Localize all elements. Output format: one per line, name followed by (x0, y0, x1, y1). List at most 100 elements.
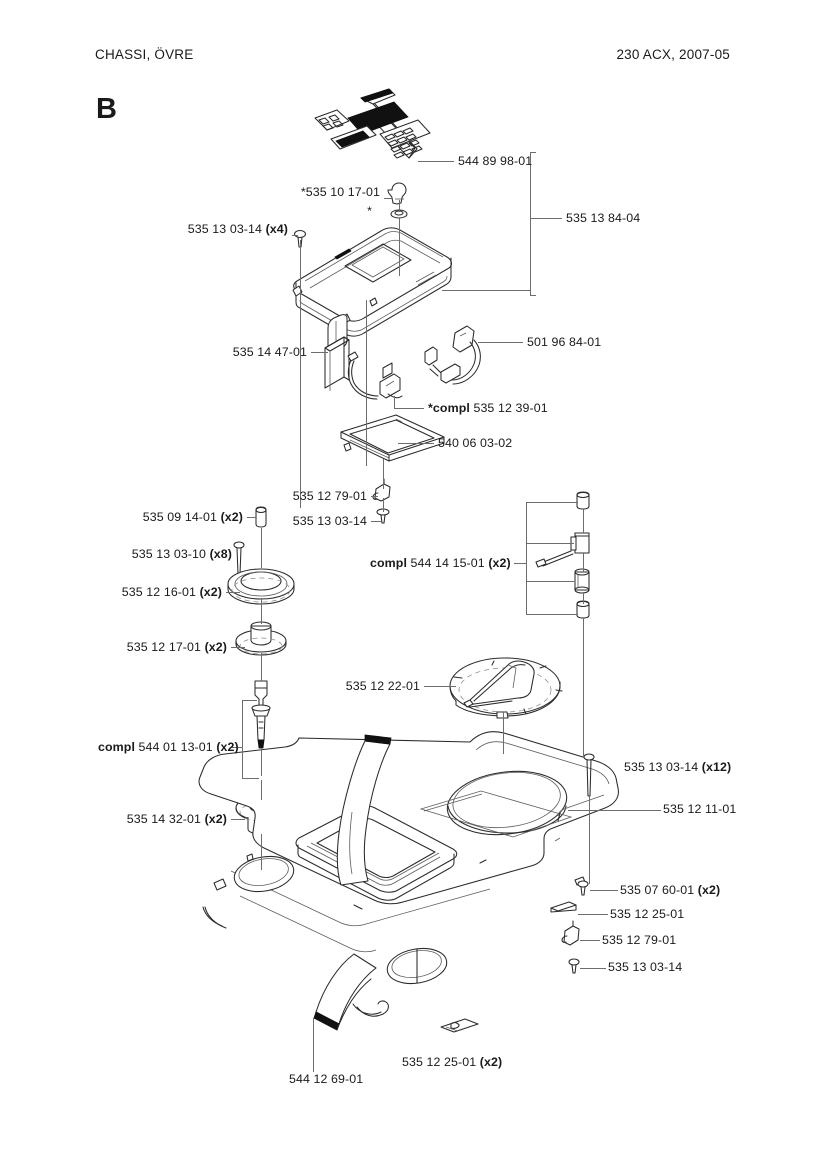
sensor-col-b (583, 553, 584, 572)
hub-part (236, 622, 286, 655)
label-screw-mid: 535 13 03-14 (292, 514, 367, 528)
leader-cover-disc (424, 686, 456, 687)
leader-housing-to-bracket (442, 290, 530, 291)
screw-760-part (578, 881, 588, 895)
cover-disc-vertical (503, 712, 504, 754)
bracket-group-top (530, 152, 536, 153)
leader-duct-vertical (313, 1018, 314, 1072)
cable-harness-right-part (425, 326, 480, 384)
leader-battery (311, 352, 328, 353)
bracket-sensor-mid1 (526, 543, 574, 544)
label-hub: 535 12 17-01 (x2) (126, 640, 227, 654)
label-asterisk: * (367, 204, 372, 218)
cover-disc-part (450, 658, 562, 718)
section-letter: B (96, 93, 117, 125)
label-bearing: 535 14 32-01 (x2) (126, 812, 227, 826)
label-rod-compl: compl 544 01 13-01 (x2) (98, 740, 239, 754)
column-vertical-d (261, 748, 262, 776)
bracket-group-vertical (530, 152, 531, 295)
label-knob: *535 10 17-01 (300, 185, 380, 199)
label-battery: 535 14 47-01 (232, 345, 307, 359)
leader-group-bracket (530, 218, 562, 219)
sensor-col-d (583, 618, 584, 758)
plate-1225-part (551, 902, 576, 912)
discharge-duct-part (314, 735, 391, 1030)
label-plate-1225: 535 12 25-01 (610, 907, 685, 921)
leader-sensor-compl (514, 563, 526, 564)
leader-switch-compl (394, 408, 424, 409)
battery-part (325, 337, 349, 391)
leader-clip-upper (371, 496, 378, 497)
clip-1279-part (562, 921, 579, 945)
sensor-group-part (536, 492, 589, 618)
leader-hub (231, 647, 245, 648)
column-vertical-f (261, 834, 262, 870)
page-title-right: 230 ACX, 2007-05 (616, 47, 730, 62)
label-plate-x2: 535 12 25-01 (x2) (402, 1055, 503, 1069)
leader-screw-760 (590, 890, 618, 891)
column-vertical-c (261, 653, 262, 681)
label-harness-right: 501 96 84-01 (527, 335, 602, 349)
bracket-rod-bottom (242, 778, 259, 779)
leader-chassis (568, 810, 661, 811)
cap-part (256, 507, 266, 527)
label-screw-760: 535 07 60-01 (x2) (620, 883, 721, 897)
column-vertical-b (261, 598, 262, 624)
screw-x12-vertical (589, 796, 590, 884)
leader-knob-vertical-b (399, 218, 400, 276)
leader-bearing (231, 819, 245, 820)
leader-center-vertical-b (383, 459, 384, 489)
gasket-frame-part (341, 415, 444, 461)
leader-center-vertical-c (383, 498, 384, 512)
leader-center-vertical-a (366, 300, 367, 466)
label-group-bracket: 535 13 84-04 (566, 211, 641, 225)
screw-x12-part (584, 754, 594, 796)
page-title-left: CHASSI, ÖVRE (95, 47, 194, 62)
label-screw-x4: 535 13 03-14 (x4) (187, 222, 288, 236)
bracket-sensor-bottom (526, 614, 578, 615)
label-screw-x12: 535 13 03-14 (x12) (624, 760, 732, 774)
label-disc: 535 12 16-01 (x2) (121, 585, 222, 599)
label-screw-1303: 535 13 03-14 (608, 960, 683, 974)
label-screw-x8: 535 13 03-10 (x8) (131, 547, 232, 561)
screw-1303-bottom-part (569, 959, 579, 973)
label-clip-1279: 535 12 79-01 (602, 933, 677, 947)
leader-screw-x4 (292, 235, 298, 236)
leader-screw-mid (371, 521, 381, 522)
bracket-sensor-top (526, 502, 578, 503)
sensor-col-c (583, 593, 584, 604)
bracket-rod-vertical (242, 700, 243, 778)
leader-disc (226, 592, 240, 593)
label-keypad: 544 89 98-01 (458, 154, 533, 168)
leader-screw-x4-vertical (300, 240, 301, 508)
sensor-col-a (583, 509, 584, 533)
screw-x8-part (234, 542, 244, 574)
leader-rod-compl (232, 747, 242, 748)
label-switch-compl: *compl 535 12 39-01 (428, 401, 548, 415)
leader-knob-vertical-a (399, 200, 400, 212)
leader-plate-1225 (578, 914, 608, 915)
display-housing-part (293, 228, 451, 354)
label-sensor-compl: compl 544 14 15-01 (x2) (370, 556, 511, 570)
knob-part (388, 183, 406, 204)
cable-harness-left-part (348, 352, 402, 399)
column-vertical-a (261, 528, 262, 568)
leader-screw-1303 (580, 968, 606, 969)
label-cap: 535 09 14-01 (x2) (142, 510, 243, 524)
keypad-membrane-part (315, 89, 430, 158)
label-gasket: 540 06 03-02 (438, 436, 513, 450)
bracket-group-bottom (530, 295, 536, 296)
label-chassis: 535 12 11-01 (663, 802, 737, 816)
column-vertical-e (261, 780, 262, 800)
leader-switch-vertical (394, 396, 395, 408)
bracket-sensor-mid2 (526, 581, 574, 582)
leader-clip-1279 (580, 940, 600, 941)
bracket-rod-top (242, 700, 257, 701)
leader-harness-right (478, 342, 523, 343)
leader-keypad (418, 161, 454, 162)
leader-gasket (398, 443, 434, 444)
leader-cap (247, 517, 256, 518)
leader-knob (384, 198, 393, 199)
label-cover-disc: 535 12 22-01 (345, 679, 420, 693)
